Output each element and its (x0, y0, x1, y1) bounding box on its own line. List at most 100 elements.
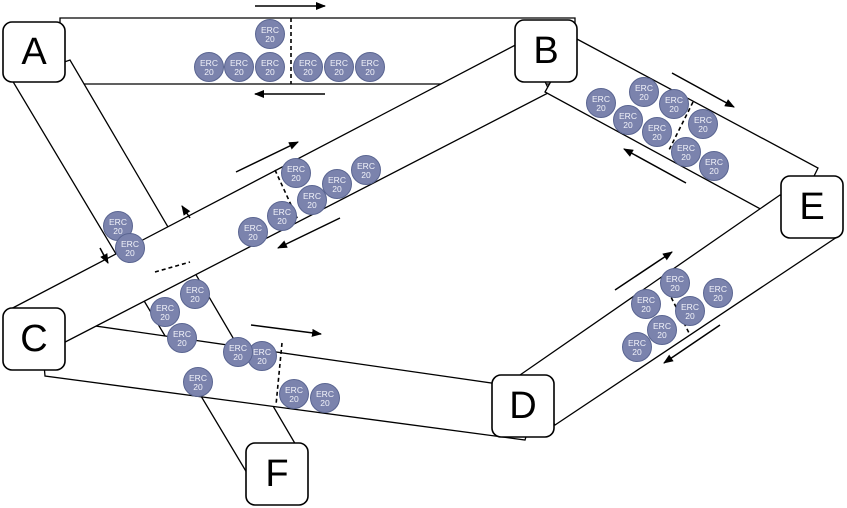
coin-label-line2: 20 (248, 232, 258, 242)
node-d[interactable]: D (491, 374, 555, 438)
coin-label-line1: ERC (261, 58, 279, 68)
coin-label-line1: ERC (361, 58, 379, 68)
coin-label-line2: 20 (334, 67, 344, 77)
node-e[interactable]: E (780, 175, 844, 239)
coin-label-line1: ERC (665, 95, 683, 105)
coin-label-line2: 20 (204, 67, 214, 77)
coin-label-line1: ERC (273, 207, 291, 217)
arrow-b-to-c (277, 217, 341, 249)
flow-arrows (99, 2, 735, 364)
coin-label-line1: ERC (330, 58, 348, 68)
coin-label-line1: ERC (156, 303, 174, 313)
coin-label-line1: ERC (200, 58, 218, 68)
coin-label-line1: ERC (303, 191, 321, 201)
node-b-label: B (533, 30, 558, 72)
coin-label-line2: 20 (125, 248, 135, 258)
coin-label-line1: ERC (109, 217, 127, 227)
coin-label-line1: ERC (357, 161, 375, 171)
coin-label-line2: 20 (361, 170, 371, 180)
node-c-label: C (20, 318, 47, 360)
arrow-f-to-a (181, 205, 191, 219)
coin-label-line2: 20 (160, 312, 170, 322)
coin-label-line1: ERC (173, 329, 191, 339)
arrow-b-to-e (671, 72, 735, 108)
node-c[interactable]: C (2, 307, 66, 371)
node-a[interactable]: A (2, 21, 66, 83)
coin-label-line2: 20 (709, 166, 719, 176)
coin-label-line1: ERC (653, 321, 671, 331)
node-f[interactable]: F (245, 442, 309, 506)
coin-label-line1: ERC (619, 111, 637, 121)
coin-label-line2: 20 (320, 398, 330, 408)
coin-label-line2: 20 (291, 173, 301, 183)
coin-label-line2: 20 (233, 352, 243, 362)
arrow-a-to-f (99, 247, 109, 264)
coin-label-line2: 20 (652, 132, 662, 142)
coin-label-line1: ERC (230, 58, 248, 68)
coin-label-line1: ERC (635, 83, 653, 93)
coin-label-line2: 20 (289, 394, 299, 404)
coin-label-line2: 20 (713, 293, 723, 303)
coin-label-line1: ERC (285, 385, 303, 395)
coin-label-line1: ERC (229, 343, 247, 353)
coin-label-line1: ERC (186, 285, 204, 295)
coin-label-line1: ERC (121, 239, 139, 249)
coin-label-line1: ERC (648, 123, 666, 133)
arrow-e-to-d (663, 324, 721, 364)
divider-b-e (667, 101, 694, 153)
token-coins: ERC20ERC20ERC20ERC20ERC20ERC20ERC20ERC20… (103, 19, 733, 413)
coin-label-line2: 20 (596, 103, 606, 113)
coin-label-line1: ERC (244, 223, 262, 233)
node-b[interactable]: B (514, 19, 578, 83)
coin-label-line1: ERC (637, 295, 655, 305)
arrow-c-to-d (250, 324, 322, 337)
coin-label-line1: ERC (261, 25, 279, 35)
arrow-e-to-b (623, 148, 687, 184)
coin-label-line2: 20 (113, 226, 123, 236)
coin-label-line2: 20 (632, 347, 642, 357)
coin-label-line2: 20 (332, 184, 342, 194)
coin-label-line1: ERC (299, 58, 317, 68)
coin-label-line2: 20 (670, 283, 680, 293)
coin-label-line1: ERC (592, 94, 610, 104)
coin-label-line2: 20 (257, 356, 267, 366)
coin-label-line1: ERC (705, 157, 723, 167)
coin-label-line2: 20 (623, 120, 633, 130)
coin-label-line2: 20 (365, 67, 375, 77)
coin-label-line2: 20 (641, 304, 651, 314)
coin-label-line2: 20 (193, 382, 203, 392)
coin-label-line2: 20 (657, 330, 667, 340)
coin-label-line1: ERC (316, 389, 334, 399)
arrow-d-to-e (614, 251, 673, 291)
coin-label-line1: ERC (328, 175, 346, 185)
coin-label-line2: 20 (265, 67, 275, 77)
coin-label-line2: 20 (685, 311, 695, 321)
arrow-c-to-b (235, 141, 299, 173)
coin-label-line2: 20 (307, 200, 317, 210)
coin-label-line2: 20 (277, 216, 287, 226)
